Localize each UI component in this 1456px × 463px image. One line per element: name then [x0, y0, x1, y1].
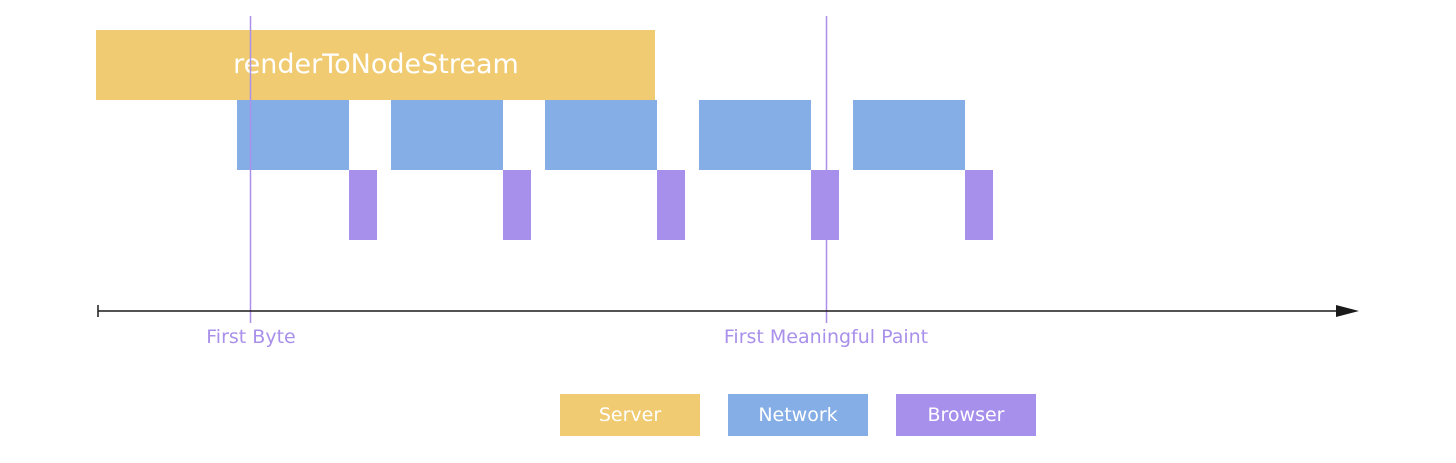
first-meaningful-paint-label: First Meaningful Paint	[724, 326, 928, 348]
network-chunk	[853, 100, 965, 170]
network-chunk	[699, 100, 811, 170]
browser-chunk	[349, 170, 377, 240]
legend-browser-swatch	[896, 394, 1036, 436]
browser-chunk	[965, 170, 993, 240]
time-axis-arrowhead	[1336, 305, 1359, 317]
network-chunk	[545, 100, 657, 170]
legend-network-swatch	[728, 394, 868, 436]
legend-server-label: Server	[599, 404, 661, 426]
legend-network-label: Network	[758, 404, 837, 426]
network-chunk	[237, 100, 349, 170]
legend: Server Network Browser	[560, 394, 1036, 436]
legend-server-swatch	[560, 394, 700, 436]
network-chunk	[391, 100, 503, 170]
legend-browser-label: Browser	[928, 404, 1005, 426]
browser-chunk	[811, 170, 839, 240]
server-bar	[96, 30, 655, 100]
browser-chunk	[657, 170, 685, 240]
first-byte-label: First Byte	[206, 326, 295, 348]
server-bar-label: renderToNodeStream	[233, 49, 519, 80]
browser-chunk	[503, 170, 531, 240]
